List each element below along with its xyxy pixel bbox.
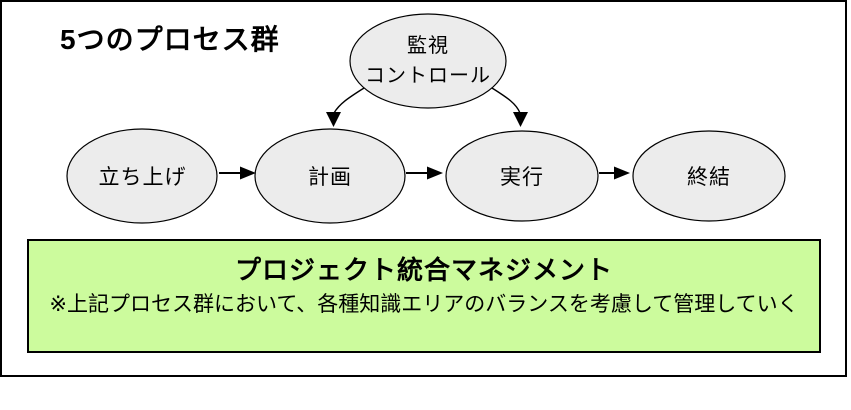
monitor-label-line1: 監視 [407,35,449,57]
integration-box-title: プロジェクト統合マネジメント [234,255,613,285]
arrow-planning-to-executing [406,166,443,180]
curved-arrow-monitor-to-executing [491,87,528,127]
node-ellipse-executing [445,130,599,222]
node-ellipse-closing [632,130,786,222]
node-ellipse-initiating [66,128,218,224]
node-ellipse-planning [254,128,406,224]
integration-box: プロジェクト統合マネジメント ※上記プロセス群において、各種知識エリアのバランス… [27,239,821,353]
node-ellipse-monitor [349,13,507,109]
monitor-label-line2: コントロール [365,65,491,87]
arrow-executing-to-closing [599,166,630,180]
node-label-planning: 計画 [308,166,352,189]
arrow-initiating-to-planning [219,166,256,180]
node-label-closing: 終結 [687,166,731,189]
page-title: 5つのプロセス群 [60,24,280,55]
curved-arrow-monitor-to-planning [326,87,365,127]
node-label-initiating: 立ち上げ [98,166,187,189]
node-label-executing: 実行 [500,166,544,189]
integration-box-note: ※上記プロセス群において、各種知識エリアのバランスを考慮して管理していく [49,293,799,316]
node-label-monitor: 監視 コントロール [350,30,506,92]
